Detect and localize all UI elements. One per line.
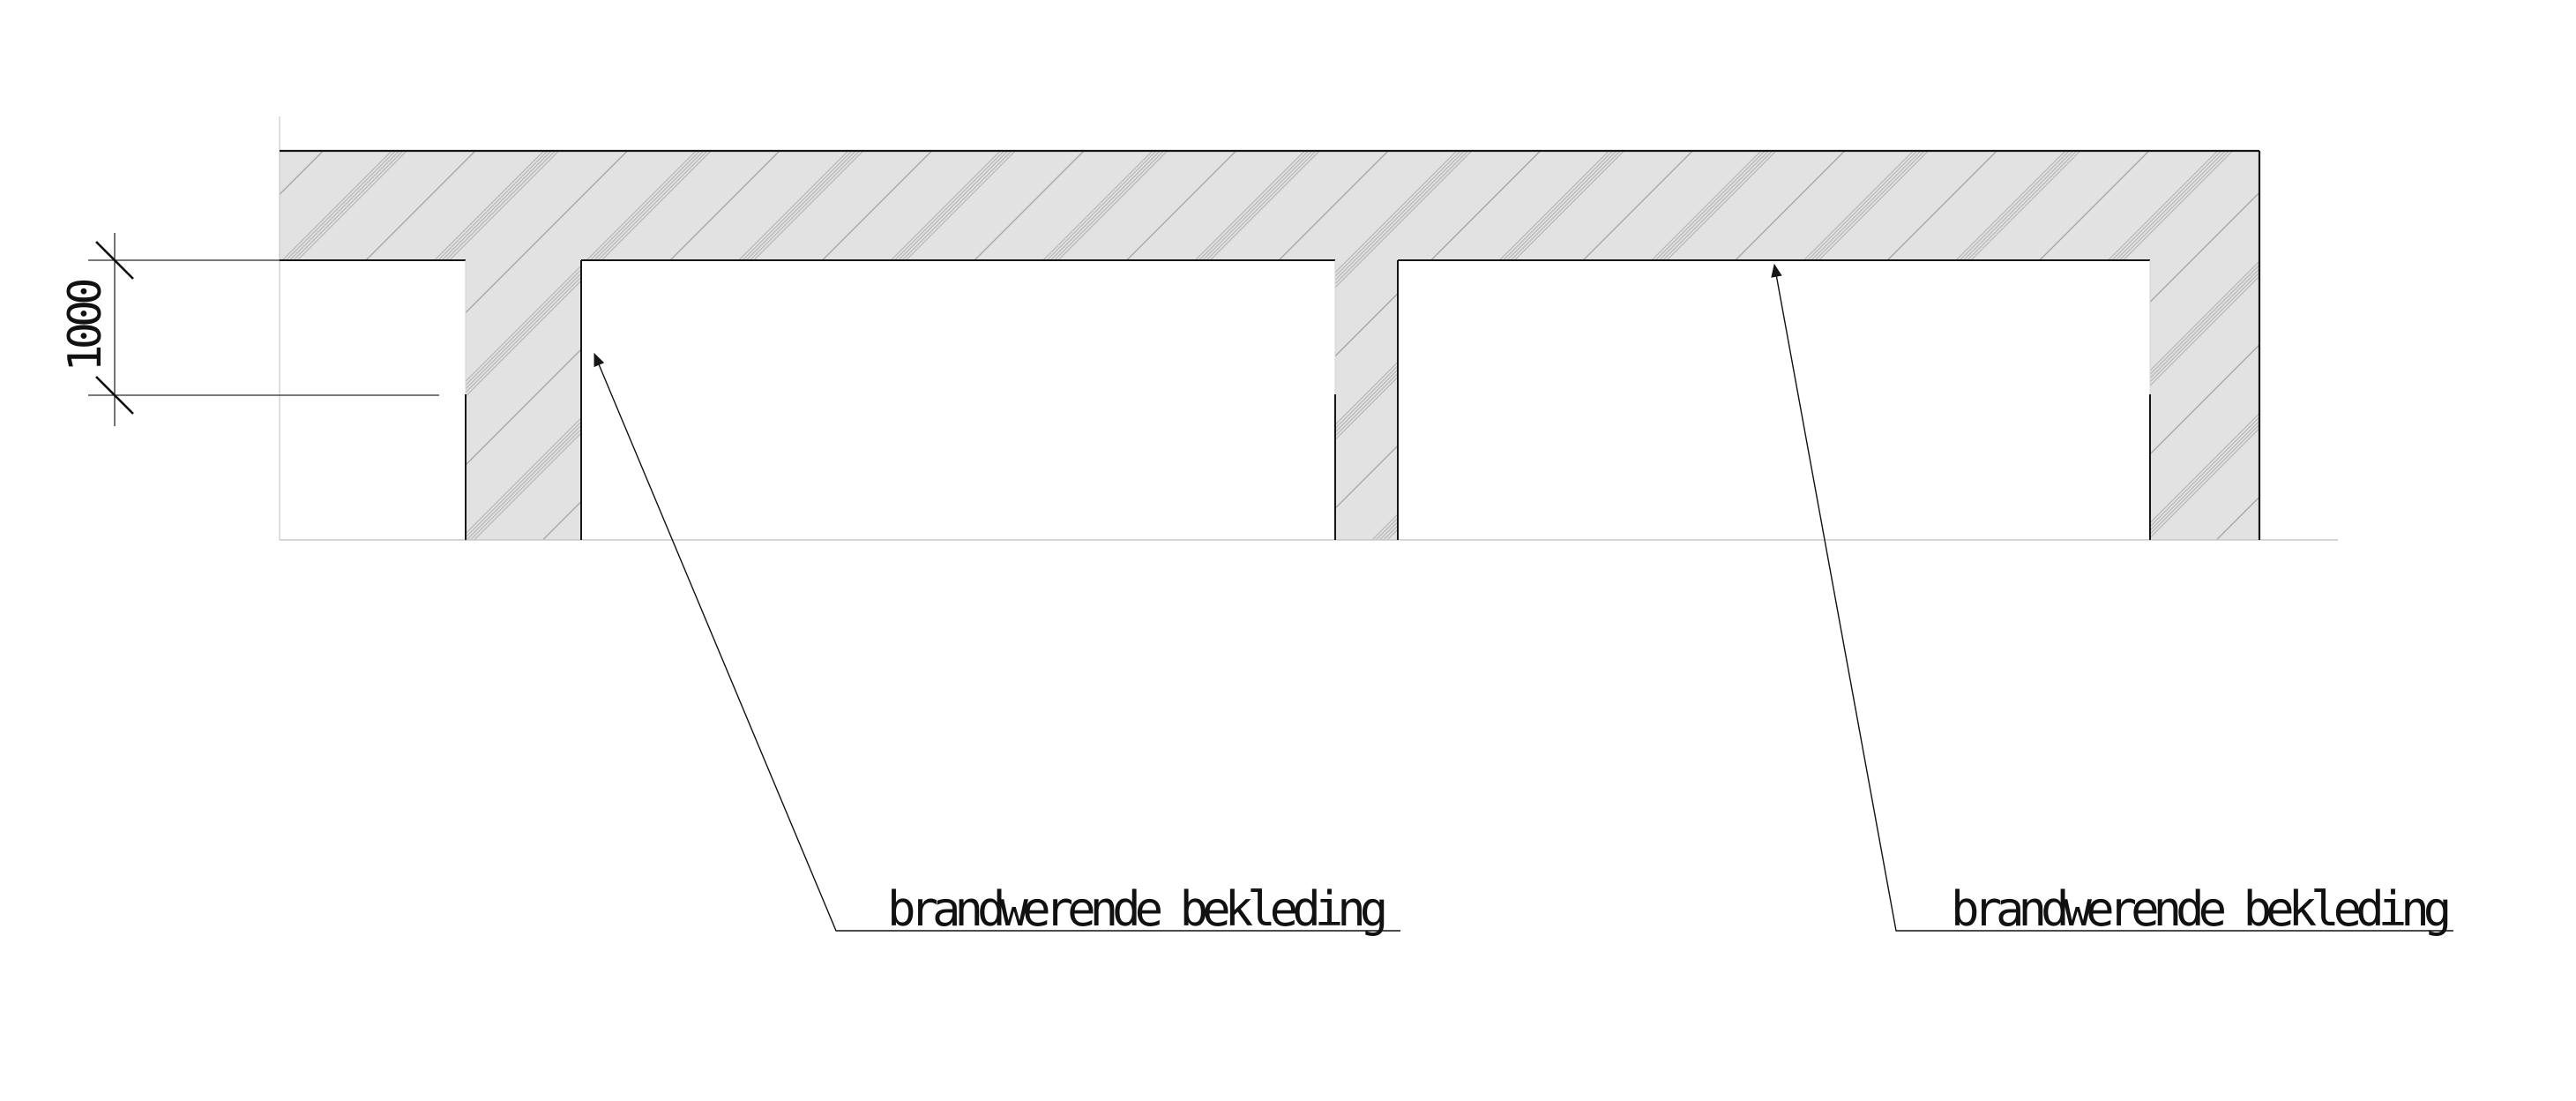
annotation-label-1: brandwerende bekleding xyxy=(887,881,1388,937)
annotation-label-2: brandwerende bekleding xyxy=(1951,881,2452,937)
dim-tick-1 xyxy=(95,241,134,280)
leader-2 xyxy=(1771,263,2453,932)
dimension-value: 1000 xyxy=(59,282,112,372)
leader-1 xyxy=(594,352,1400,932)
dim-tick-2 xyxy=(95,376,134,415)
concrete-section xyxy=(280,151,2259,540)
